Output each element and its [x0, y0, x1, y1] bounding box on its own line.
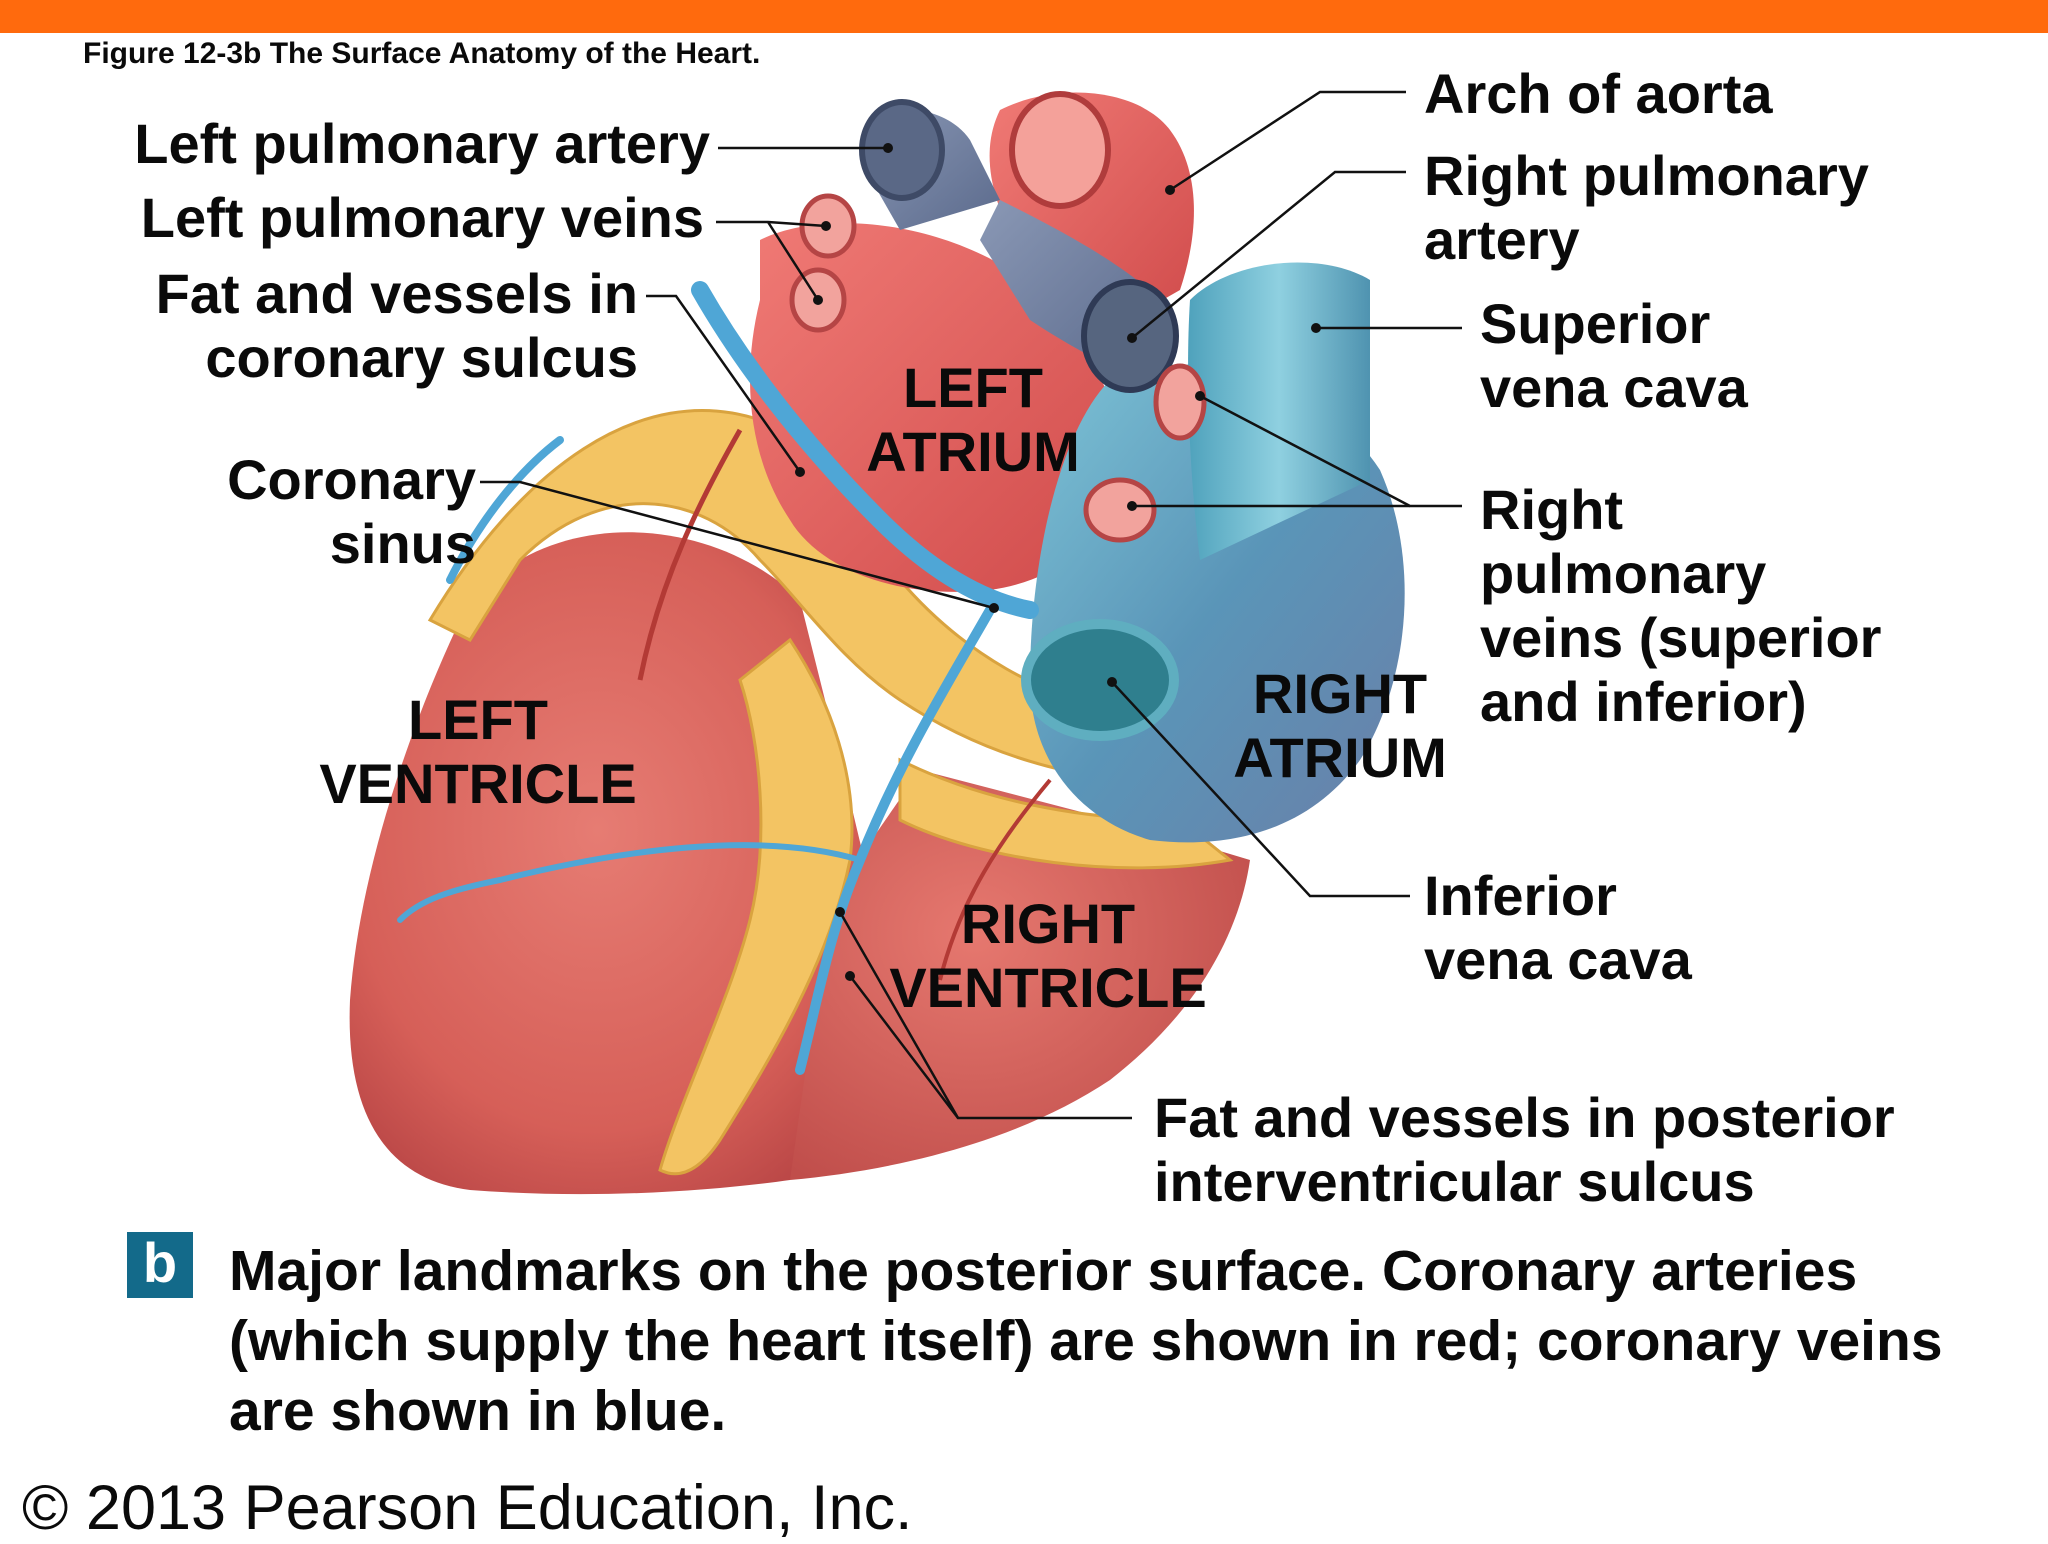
- left-sulcus-vein: [446, 436, 564, 584]
- label-superior-vena-cava: Superior vena cava: [1480, 292, 1748, 419]
- panel-letter-badge: b: [127, 1232, 193, 1298]
- right-pulmonary-vein-lower: [1083, 477, 1157, 543]
- label-arch-of-aorta: Arch of aorta: [1424, 62, 1773, 125]
- label-right-pulmonary-veins: Right pulmonary veins (superior and infe…: [1480, 478, 1882, 733]
- right-pulmonary-vein-upper: [1153, 363, 1207, 441]
- label-left-pulmonary-veins: Left pulmonary veins: [140, 186, 704, 249]
- left-pulmonary-artery-opening: [859, 99, 945, 201]
- coronary-sinus-vein: [691, 281, 1039, 619]
- top-accent-bar: [0, 0, 2048, 33]
- left-ventricle-vein: [397, 842, 863, 923]
- coronary-artery-1: [637, 428, 743, 681]
- figure-caption: Major landmarks on the posterior surface…: [229, 1239, 1943, 1443]
- leader-endpoints: [795, 143, 1321, 981]
- region-right-atrium: RIGHT ATRIUM: [1233, 662, 1447, 789]
- inferior-vena-cava-opening: [1021, 619, 1179, 741]
- leader-lines: [480, 90, 1462, 1120]
- label-inferior-vena-cava: Inferior vena cava: [1424, 864, 1692, 991]
- posterior-sulcus-fat: [658, 637, 854, 1176]
- label-left-pulmonary-artery: Left pulmonary artery: [134, 112, 710, 175]
- label-coronary-sinus: Coronary sinus: [227, 448, 476, 575]
- right-ventricle-shape: [790, 770, 1250, 1180]
- region-left-ventricle: LEFT VENTRICLE: [319, 688, 637, 815]
- superior-vena-cava-shape: [1188, 262, 1370, 560]
- aorta-opening: [1009, 91, 1111, 209]
- right-atrium-fat: [898, 757, 1234, 870]
- label-fat-posterior-sulcus: Fat and vessels in posterior interventri…: [1154, 1086, 1895, 1213]
- coronary-artery-2: [938, 778, 1052, 981]
- figure-title: Figure 12-3b The Surface Anatomy of the …: [83, 37, 761, 70]
- region-left-atrium: LEFT ATRIUM: [866, 356, 1080, 483]
- label-right-pulmonary-artery: Right pulmonary artery: [1424, 144, 1869, 271]
- copyright-notice: © 2013 Pearson Education, Inc.: [22, 1473, 913, 1543]
- label-fat-coronary-sulcus: Fat and vessels in coronary sulcus: [155, 262, 638, 389]
- region-right-ventricle: RIGHT VENTRICLE: [889, 892, 1207, 1019]
